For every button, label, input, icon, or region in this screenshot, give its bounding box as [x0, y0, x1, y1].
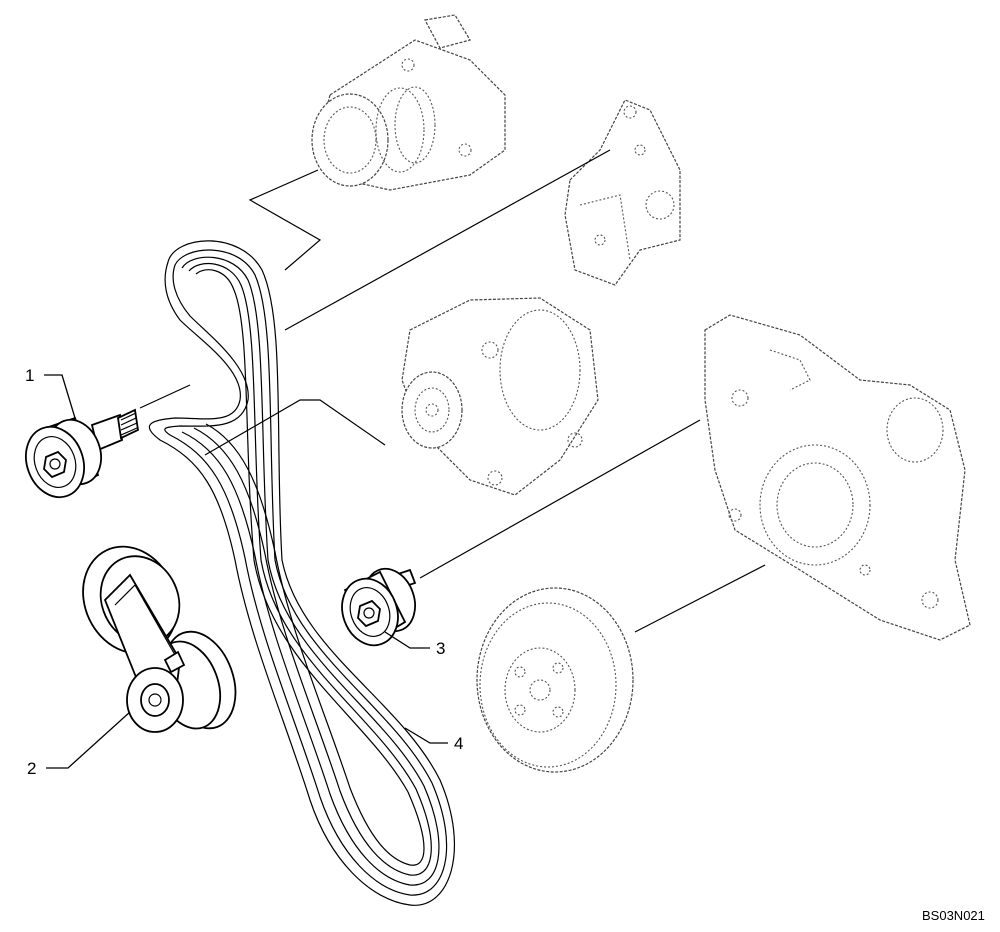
callout-3: 3 [384, 631, 445, 658]
callout-3-label: 3 [436, 639, 445, 658]
assembly-lines [139, 149, 766, 633]
callout-1-label: 1 [25, 366, 34, 385]
callout-4: 4 [404, 727, 463, 753]
callout-4-label: 4 [454, 734, 463, 753]
callout-1: 1 [25, 366, 76, 419]
alternator-bracket [564, 99, 681, 286]
crankshaft-pulley [476, 587, 634, 773]
drive-belt [148, 240, 455, 906]
front-cover [704, 314, 971, 641]
callout-2-label: 2 [27, 759, 36, 778]
ac-compressor [311, 14, 506, 191]
alternator [401, 297, 599, 496]
drawing-id: BS03N021 [922, 908, 985, 923]
idler-pulley-lower [341, 567, 417, 647]
callout-2: 2 [27, 711, 131, 778]
idler-pulley [25, 408, 139, 499]
belt-tensioner [82, 545, 237, 733]
